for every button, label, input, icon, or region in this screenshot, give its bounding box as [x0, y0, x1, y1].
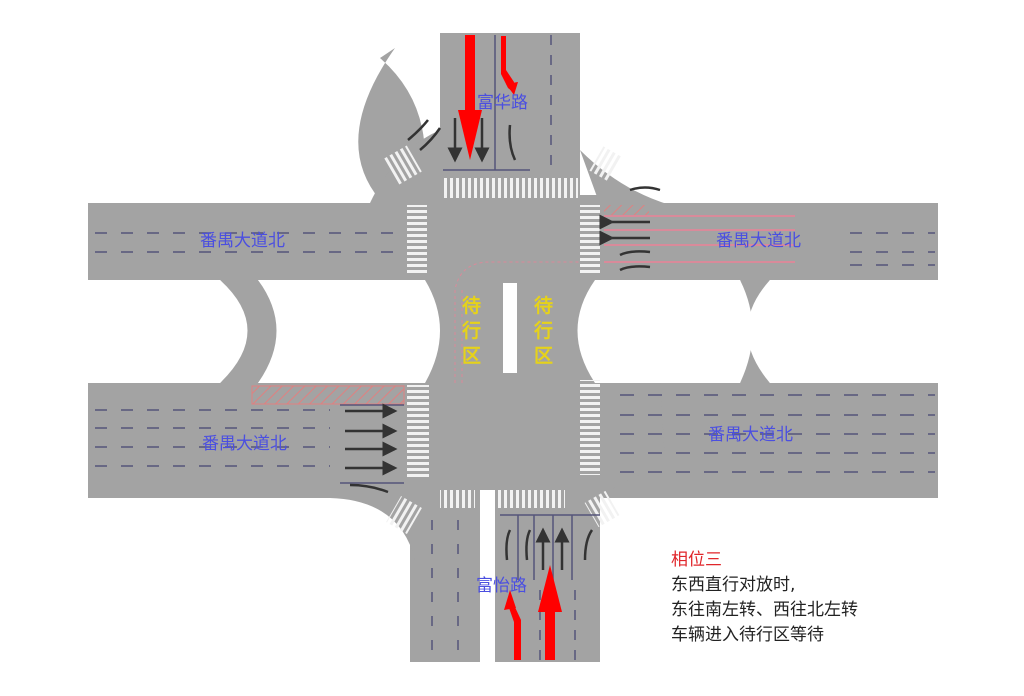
road-surfaces — [88, 33, 938, 662]
south-left-turn-flow-arrow — [504, 590, 521, 660]
wait-zone-left-char-2: 行 — [461, 319, 481, 342]
road-label-east-upper: 番禺大道北 — [716, 231, 801, 251]
road-label-north: 富华路 — [477, 93, 528, 113]
flow-arrows — [458, 35, 562, 660]
south-straight-flow-arrow — [538, 565, 562, 660]
caption-line-3: 车辆进入待行区等待 — [671, 625, 824, 645]
road-label-west-upper: 番禺大道北 — [200, 231, 285, 251]
wait-zone-right-char-2: 行 — [533, 319, 553, 342]
crosswalks — [384, 145, 623, 534]
caption-title: 相位三 — [671, 550, 722, 570]
caption-line-2: 东往南左转、西往北左转 — [671, 600, 858, 620]
caption-line-1: 东西直行对放时, — [671, 575, 796, 595]
pink-lane-lines — [604, 215, 795, 263]
wait-zone-left-char-1: 待 — [462, 294, 481, 317]
wait-zone-right-char-3: 区 — [534, 345, 553, 367]
phase-caption: 相位三 东西直行对放时, 东往南左转、西往北左转 车辆进入待行区等待 — [671, 548, 858, 648]
road-label-south: 富怡路 — [476, 576, 527, 596]
lane-arrows — [345, 118, 661, 570]
wait-zone-right-char-1: 待 — [534, 294, 553, 317]
road-label-west-lower: 番禺大道北 — [202, 434, 287, 454]
hatched-zones — [251, 205, 649, 405]
north-right-turn-flow-arrow — [501, 36, 518, 95]
road-label-east-lower: 番禺大道北 — [708, 425, 793, 445]
wait-zone-left-char-3: 区 — [462, 345, 481, 367]
wait-zone-left: 待 行 区 — [461, 294, 481, 367]
median-islands — [88, 280, 938, 662]
wait-zone-right: 待 行 区 — [533, 294, 553, 367]
north-straight-flow-arrow — [458, 35, 482, 160]
lane-markings — [95, 35, 935, 660]
